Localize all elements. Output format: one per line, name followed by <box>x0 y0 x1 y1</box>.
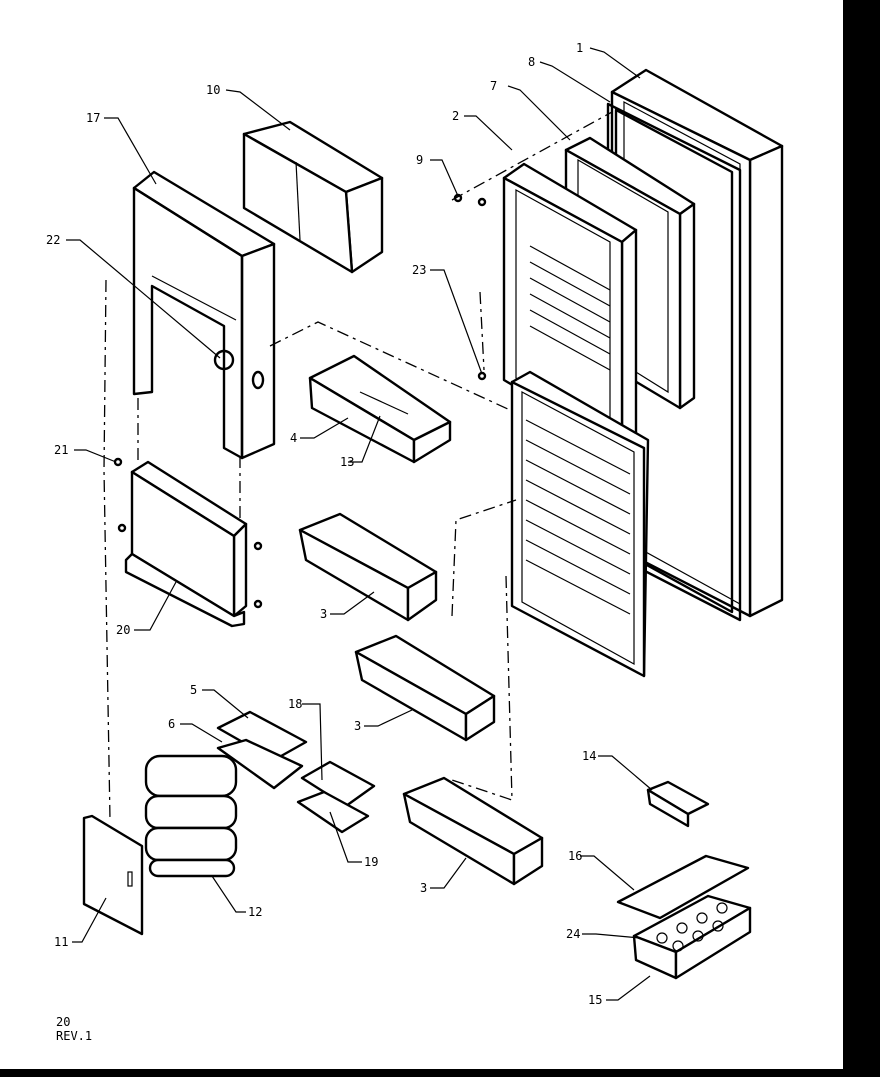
scan-edge <box>843 0 880 1077</box>
ice-tray-shelf <box>308 354 452 464</box>
callout-3-middle: 3 <box>354 719 361 733</box>
leader-lines <box>66 47 653 1001</box>
footer-page-number: 20 <box>56 1015 71 1029</box>
shelf-frame-19 <box>296 790 370 834</box>
footer-revision: REV.1 <box>56 1029 93 1043</box>
callout-18: 18 <box>288 697 302 711</box>
dispenser-frame <box>132 170 276 460</box>
callout-3-lower: 3 <box>420 881 427 895</box>
ice-tray <box>632 894 752 980</box>
door-shelf-frame <box>510 370 650 678</box>
shelf-frame-6 <box>216 738 304 790</box>
ice-bin-housing <box>242 120 384 274</box>
callout-1: 1 <box>576 41 583 55</box>
door-bin-2 <box>354 634 496 742</box>
callout-5: 5 <box>190 683 197 697</box>
callout-11: 11 <box>54 935 68 949</box>
callout-15: 15 <box>588 993 602 1007</box>
callout-17: 17 <box>86 111 100 125</box>
small-tray <box>646 780 710 828</box>
callout-7-alt: 7 <box>490 79 497 93</box>
door-bin-3 <box>402 776 544 886</box>
callout-9: 9 <box>416 153 423 167</box>
access-door <box>82 814 144 936</box>
callout-14: 14 <box>582 749 596 763</box>
callout-19: 19 <box>364 855 378 869</box>
storage-containers <box>144 754 238 878</box>
callout-10: 10 <box>206 83 220 97</box>
callout-23: 23 <box>412 263 426 277</box>
callout-16: 16 <box>568 849 582 863</box>
callout-21: 21 <box>54 443 68 457</box>
door-bin-1 <box>298 512 438 622</box>
ice-tray-cover <box>616 854 750 920</box>
callout-13: 13 <box>340 455 354 469</box>
callout-8: 8 <box>528 55 535 69</box>
callout-12: 12 <box>248 905 262 919</box>
callout-20: 20 <box>116 623 130 637</box>
callout-labels: 1 2 3 3 3 7 4 5 6 8 9 10 11 12 13 14 15 … <box>46 41 602 1007</box>
callout-22: 22 <box>46 233 60 247</box>
callout-24: 24 <box>566 927 580 941</box>
callout-3-upper: 3 <box>320 607 327 621</box>
callout-2: 2 <box>452 109 459 123</box>
callout-6: 6 <box>168 717 175 731</box>
scan-bottom-band <box>0 1069 880 1077</box>
callout-4: 4 <box>290 431 297 445</box>
assembly-lines <box>103 111 613 821</box>
lower-panel <box>124 460 248 628</box>
